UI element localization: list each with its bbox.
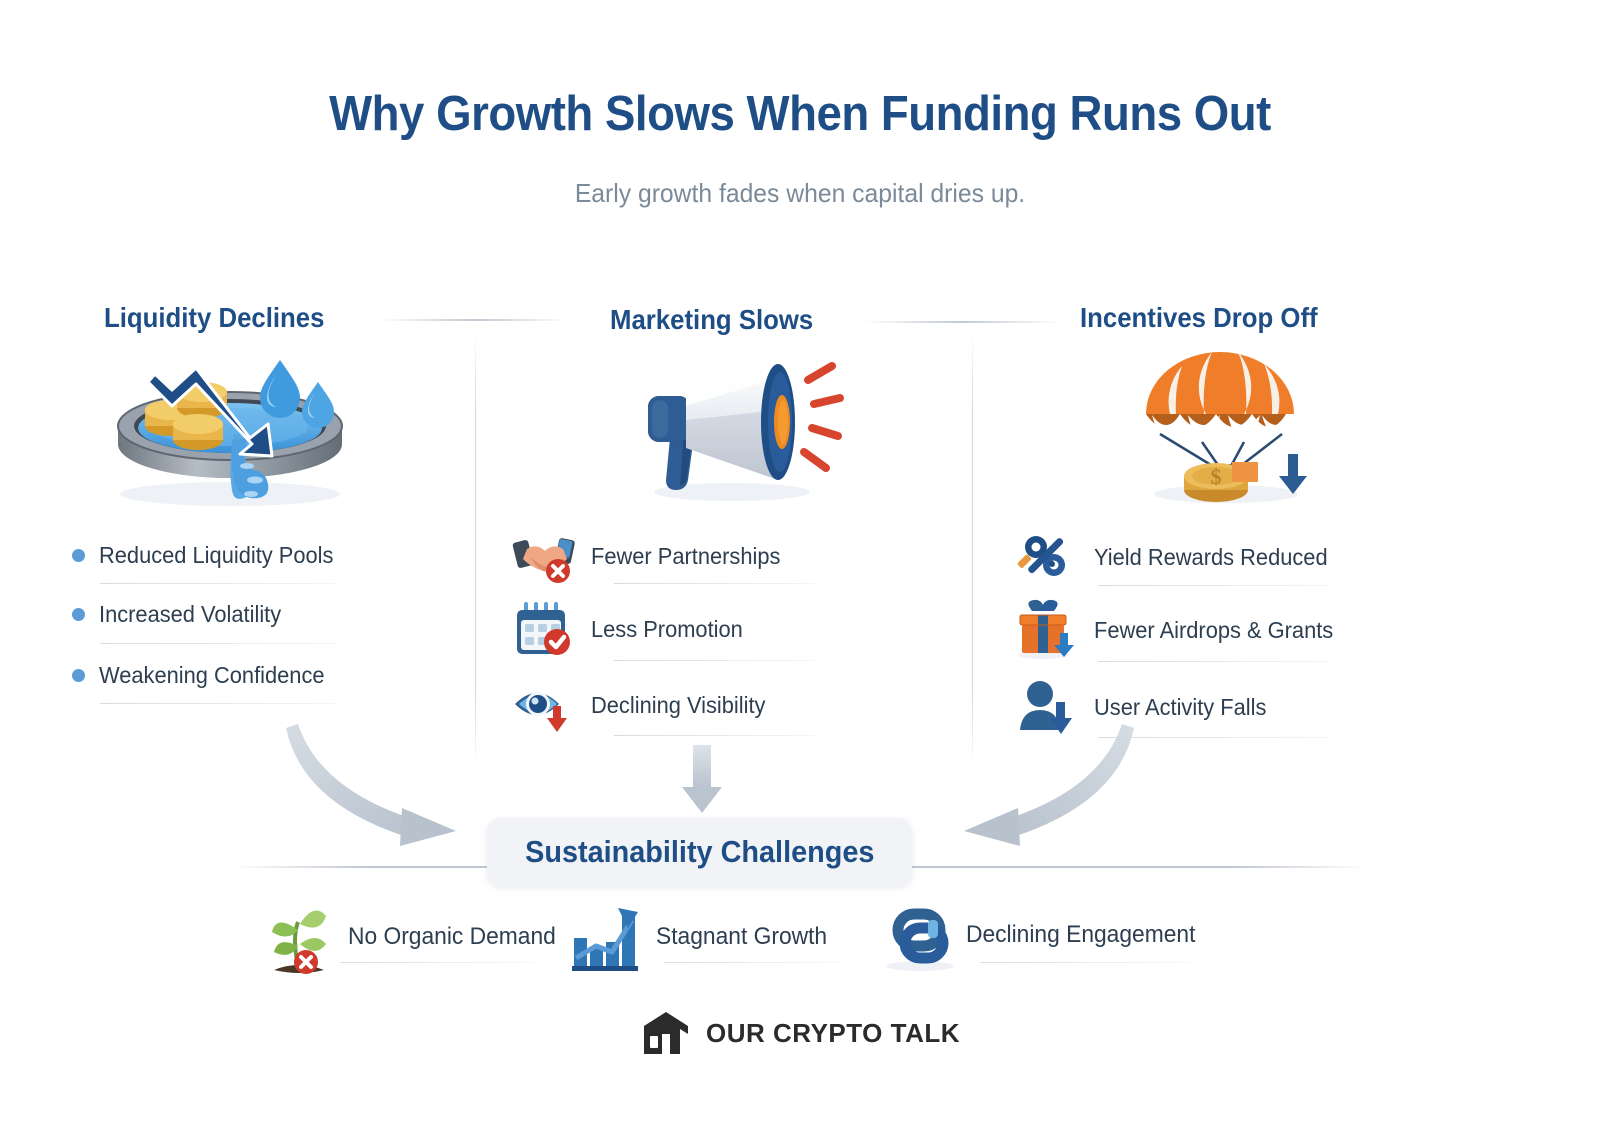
list-item-incentives-2: User Activity Falls: [1016, 678, 1275, 736]
page-title: Why Growth Slows When Funding Runs Out: [329, 87, 1271, 141]
outcome-item-0: No Organic Demand: [262, 900, 567, 974]
list-item-label: Yield Rewards Reduced: [1094, 543, 1328, 570]
list-rule-marketing-2: [614, 735, 814, 736]
list-item-incentives-0: Yield Rewards Reduced: [1016, 528, 1340, 586]
list-item-marketing-0: Fewer Partnerships: [512, 527, 790, 585]
column-title-liquidity: Liquidity Declines: [104, 302, 325, 333]
outcome-rule-1: [664, 962, 844, 963]
list-rule-liquidity-1: [100, 643, 336, 644]
list-item-marketing-1: Less Promotion: [513, 600, 751, 658]
gift-box-down-arrow-icon: [1016, 599, 1078, 659]
list-rule-marketing-1: [614, 660, 814, 661]
outcome-label: Stagnant Growth: [656, 923, 828, 950]
bar-chart-arrow-icon: [570, 900, 646, 974]
sustainability-challenges-box[interactable]: Sustainability Challenges: [487, 818, 912, 886]
list-item-liquidity-2: Weakening Confidence: [72, 662, 336, 689]
outcome-rule-0: [340, 962, 536, 963]
outcome-label: Declining Engagement: [966, 921, 1196, 948]
outcome-label: No Organic Demand: [348, 923, 556, 950]
bullet-dot-icon: [72, 669, 85, 682]
divider-col2-col3: [972, 330, 973, 770]
list-rule-liquidity-0: [100, 583, 336, 584]
curved-arrow-left-to-center: [286, 700, 500, 850]
list-rule-incentives-0: [1098, 585, 1328, 586]
list-item-label: User Activity Falls: [1094, 693, 1267, 720]
list-item-label: Fewer Partnerships: [591, 542, 781, 569]
divider-col1-col2: [475, 330, 476, 770]
list-item-incentives-1: Fewer Airdrops & Grants: [1016, 599, 1346, 659]
bullet-dot-icon: [72, 549, 85, 562]
outcome-item-2: Declining Engagement: [880, 898, 1208, 972]
header-rule-right: [862, 321, 1062, 323]
column-title-incentives: Incentives Drop Off: [1080, 302, 1318, 333]
liquidity-pool-drain-illustration: [100, 348, 360, 508]
list-rule-liquidity-2: [100, 703, 336, 704]
broken-chain-link-icon: [880, 898, 956, 972]
list-rule-marketing-0: [614, 583, 814, 584]
brand-name: OUR CRYPTO TALK: [705, 1017, 961, 1048]
plant-cancel-icon: [262, 900, 338, 974]
outcome-rule-2: [980, 962, 1195, 963]
list-item-label: Increased Volatility: [99, 601, 282, 627]
svg-text:$: $: [1211, 464, 1222, 489]
column-title-marketing: Marketing Slows: [610, 304, 814, 335]
user-down-arrow-icon: [1016, 678, 1078, 736]
list-item-liquidity-1: Increased Volatility: [72, 601, 291, 628]
eye-down-arrow-icon: [513, 676, 575, 734]
list-item-label: Fewer Airdrops & Grants: [1094, 616, 1334, 643]
outcome-item-1: Stagnant Growth: [570, 900, 836, 974]
megaphone-illustration: [628, 352, 848, 502]
list-item-liquidity-0: Reduced Liquidity Pools: [72, 542, 346, 569]
list-item-label: Less Promotion: [591, 615, 743, 642]
calendar-check-icon: [513, 600, 575, 658]
cube-logo-icon: [640, 1008, 692, 1058]
straight-arrow-down-to-center: [680, 745, 724, 815]
list-rule-incentives-2: [1098, 737, 1328, 738]
footer-brand: OUR CRYPTO TALK: [0, 1008, 1600, 1058]
list-item-label: Weakening Confidence: [99, 662, 325, 688]
header-rule-left: [380, 319, 570, 321]
list-rule-incentives-1: [1098, 661, 1328, 662]
curved-arrow-right-to-center: [920, 700, 1134, 850]
center-box-label: Sustainability Challenges: [524, 834, 875, 869]
list-item-marketing-2: Declining Visibility: [513, 676, 775, 734]
list-item-label: Reduced Liquidity Pools: [99, 542, 334, 568]
page-subtitle: Early growth fades when capital dries up…: [574, 178, 1026, 208]
parachute-airdrop-illustration: $: [1140, 342, 1330, 507]
bullet-dot-icon: [72, 608, 85, 621]
percent-yield-icon: [1016, 528, 1078, 586]
handshake-cancel-icon: [512, 527, 575, 585]
list-item-label: Declining Visibility: [591, 691, 766, 718]
